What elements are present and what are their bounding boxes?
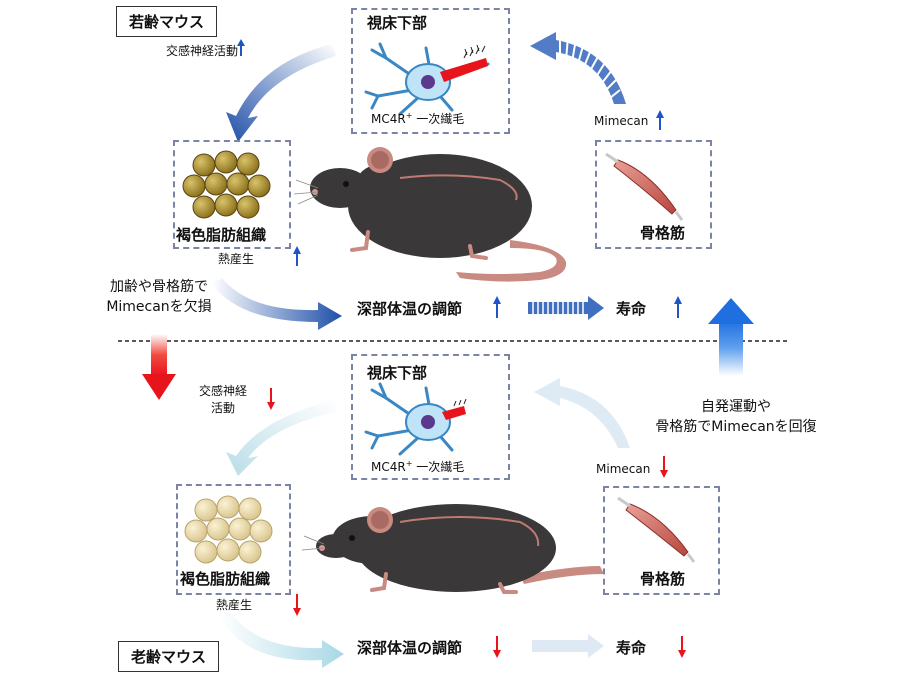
sympathetic-label-old: 交感神経 活動	[198, 384, 247, 415]
bat-box-young	[173, 140, 291, 249]
up-arrow-thermo-reg	[493, 296, 501, 318]
muscle-box-young	[595, 140, 712, 249]
hypothalamus-box-old	[351, 354, 510, 480]
bat-title-young: 褐色脂肪組織	[176, 226, 267, 244]
down-arrow-mimecan	[660, 456, 668, 478]
hypothalamus-box-young	[351, 8, 510, 134]
lifespan-label-young: 寿命	[616, 300, 647, 318]
hypothalamus-title-young: 視床下部	[367, 14, 428, 32]
young-mouse-illustration	[293, 147, 567, 282]
muscle-title-old: 骨格筋	[640, 570, 686, 588]
muscle-title-young: 骨格筋	[640, 224, 686, 242]
mimecan-label-young: Mimecan	[594, 114, 649, 128]
lifespan-label-old: 寿命	[616, 639, 647, 657]
up-arrow-thermogenesis	[293, 246, 301, 266]
brown-fat-cluster-young	[182, 150, 271, 219]
aging-loss-arrow	[142, 334, 176, 400]
up-arrow-lifespan	[674, 296, 682, 318]
thermo-reg-label-old: 深部体温の調節	[357, 639, 463, 657]
neuron-illustration-young	[364, 42, 490, 116]
down-arrow-thermogenesis	[293, 594, 301, 616]
aging-loss-label: 加齢や骨格筋で Mimecanを欠損	[106, 279, 212, 315]
thermogenesis-arrow-young	[212, 278, 342, 330]
sympathetic-label-young: 交感神経活動	[166, 44, 239, 58]
bat-box-old	[176, 484, 291, 595]
sympathetic-arrow-young	[226, 44, 336, 142]
up-arrow-mimecan	[656, 110, 664, 130]
neuron-illustration-old	[364, 382, 467, 456]
thermogenesis-label-young: 熱産生	[218, 252, 255, 266]
skeletal-muscle-young	[605, 152, 684, 221]
mimecan-feedback-arrow-old	[534, 378, 630, 448]
mimecan-label-old: Mimecan	[596, 462, 651, 476]
mc4r-cilia-label-young: MC4R+ 一次繊毛	[371, 111, 465, 126]
brown-fat-cluster-old	[184, 495, 273, 564]
muscle-box-old	[603, 486, 720, 595]
down-arrow-thermo-reg	[493, 636, 501, 658]
mc4r-cilia-label-old: MC4R+ 一次繊毛	[371, 459, 465, 474]
mimecan-feedback-arrow-young	[530, 32, 626, 104]
thermo-reg-label-young: 深部体温の調節	[357, 300, 463, 318]
young-mouse-tag: 若齢マウス	[116, 6, 218, 37]
skeletal-muscle-old	[617, 496, 696, 563]
lifespan-arrow-young	[528, 296, 604, 320]
old-mouse-tag: 老齢マウス	[118, 641, 220, 672]
lifespan-arrow-old	[532, 634, 604, 658]
down-arrow-sympathetic	[267, 388, 275, 410]
old-mouse-illustration	[301, 504, 604, 594]
hypothalamus-title-old: 視床下部	[367, 364, 428, 382]
sympathetic-arrow-old	[226, 400, 336, 476]
thermogenesis-arrow-old	[220, 612, 344, 668]
thermogenesis-label-old: 熱産生	[216, 598, 253, 612]
restore-label: 自発運動や 骨格筋でMimecanを回復	[655, 399, 817, 435]
down-arrow-lifespan	[678, 636, 686, 658]
up-arrow-sympathetic	[237, 39, 245, 56]
restore-arrow	[708, 298, 754, 376]
bat-title-old: 褐色脂肪組織	[180, 570, 271, 588]
